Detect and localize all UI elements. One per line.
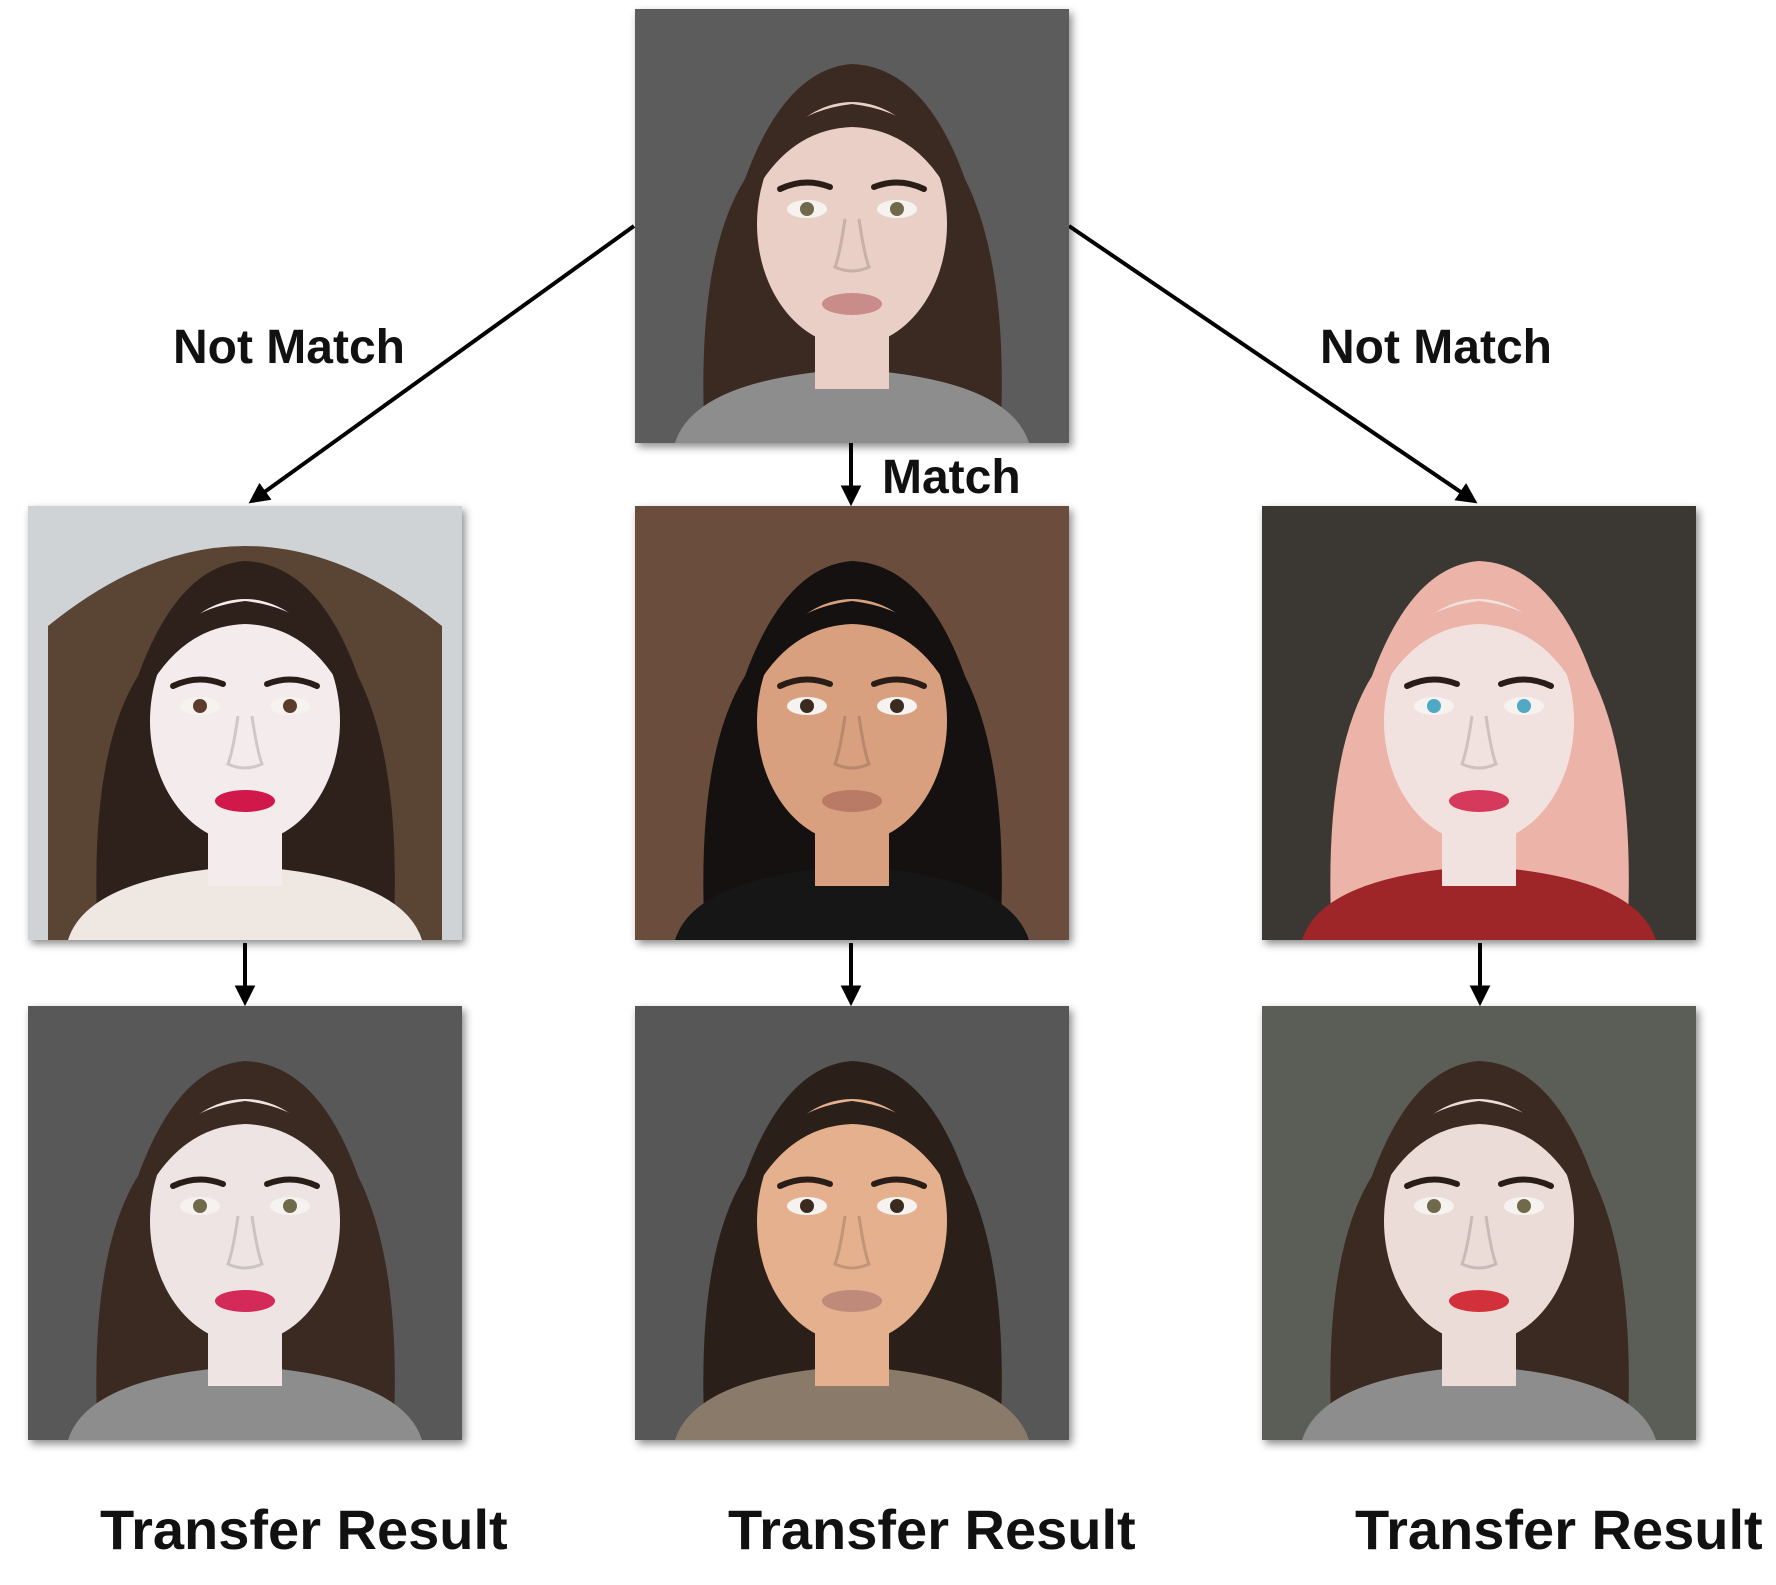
transfer-result-label-left: Transfer Result [100,1498,508,1561]
transfer-result-photo-center [635,1006,1069,1440]
reference-face-photo-right [1262,506,1696,940]
transfer-result-label-right: Transfer Result [1355,1498,1763,1561]
not-match-label-left: Not Match [173,321,405,374]
arrow-to-ref-left [248,224,636,504]
reference-face-photo-center [635,506,1069,940]
not-match-label-right: Not Match [1320,321,1552,374]
transfer-result-photo-right [1262,1006,1696,1440]
match-label: Match [882,451,1021,504]
transfer-result-label-center: Transfer Result [728,1498,1136,1561]
source-face-photo [635,9,1069,443]
transfer-result-photo-left [28,1006,462,1440]
arrow-to-ref-right [1067,224,1478,504]
reference-face-photo-left [28,506,462,940]
